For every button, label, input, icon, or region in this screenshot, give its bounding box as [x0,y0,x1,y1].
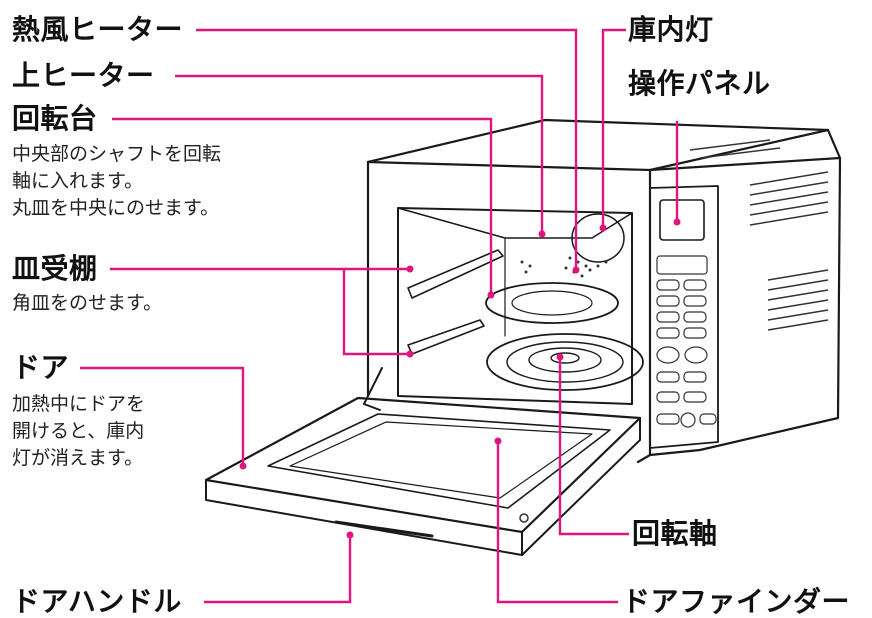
label-top-heater: 上ヒーター [12,59,155,92]
label-door: ドア [12,351,70,384]
label-hot-air-heater: 熱風ヒーター [12,13,184,46]
turntable-desc-line: 丸皿を中央にのせます。 [12,197,220,219]
label-rotation-shaft: 回転軸 [632,517,718,550]
plate-shelf-description: 角皿をのせます。 [12,290,162,317]
door-desc-line: 灯が消えます。 [12,447,144,469]
label-control-panel: 操作パネル [628,67,771,100]
door-desc-line: 開けると、庫内 [12,420,145,442]
label-turntable: 回転台 [12,102,98,135]
turntable-description: 中央部のシャフトを回転 軸に入れます。 丸皿を中央にのせます。 [12,141,221,222]
label-door-finder: ドアファインダー [622,585,851,618]
label-plate-shelf: 皿受棚 [12,252,98,285]
door-description: 加熱中にドアを 開けると、庫内 灯が消えます。 [12,391,145,472]
turntable-desc-line: 軸に入れます。 [12,170,144,192]
label-door-handle: ドアハンドル [12,585,182,618]
plate-shelf-desc-line: 角皿をのせます。 [12,292,163,314]
label-interior-light: 庫内灯 [628,13,714,46]
door-desc-line: 加熱中にドアを [12,393,146,415]
turntable-desc-line: 中央部のシャフトを回転 [12,143,222,165]
leader-lines [80,28,679,604]
